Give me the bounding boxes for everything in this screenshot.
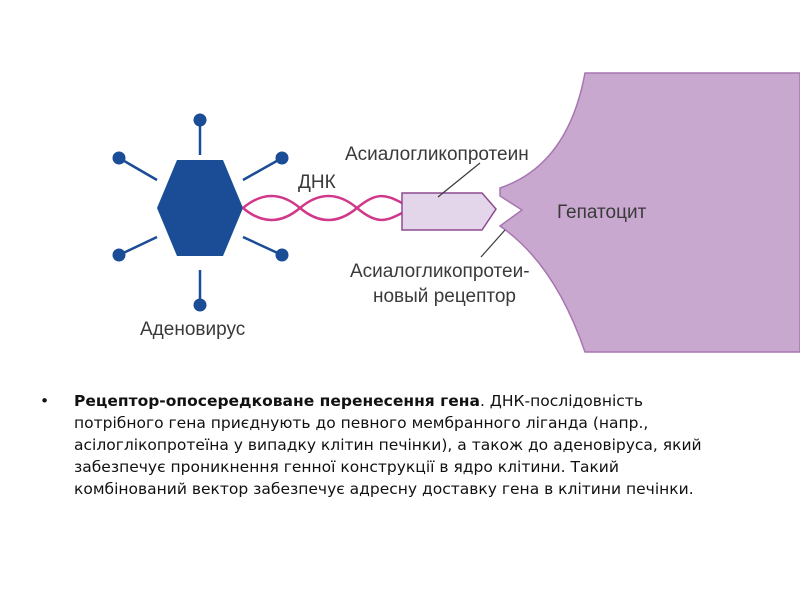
adenovirus-spike-knobs	[112, 113, 289, 312]
knob-top	[193, 113, 207, 127]
adenovirus-spikes	[118, 120, 283, 305]
caption-body: Рецептор-опосередковане перенесення гена…	[74, 390, 734, 500]
hepatocyte-cell	[498, 72, 800, 353]
dna-strand-a	[242, 194, 403, 222]
caption-bold-title: Рецептор-опосередковане перенесення гена	[74, 392, 480, 410]
knob-upper-right	[275, 151, 289, 165]
leader-lines	[437, 162, 506, 258]
label-hepatocyte: Гепатоцит	[557, 202, 647, 223]
spike-upper-right	[242, 156, 283, 182]
adenovirus-hexagon-icon	[157, 160, 243, 256]
gene-transfer-diagram: Асиалогликопротеин ДНК Гепатоцит Асиалог…	[112, 72, 800, 353]
knob-lower-left	[112, 248, 126, 262]
spike-lower-right	[242, 235, 283, 257]
leader-asialoglycoprotein	[437, 162, 481, 198]
label-adenovirus: Аденовирус	[140, 319, 245, 340]
label-receptor-line1: Асиалогликопротеи-	[350, 261, 530, 282]
dna-double-helix-icon	[242, 194, 403, 222]
knob-lower-right	[275, 248, 289, 262]
ligand-arrow-icon	[401, 192, 497, 231]
label-receptor-line2: новый рецептор	[373, 286, 516, 307]
spike-upper-left	[118, 156, 158, 182]
knob-upper-left	[112, 151, 126, 165]
dna-strand-b	[242, 194, 403, 222]
label-dna: ДНК	[298, 172, 336, 193]
knob-bottom	[193, 298, 207, 312]
label-asialoglycoprotein: Асиалогликопротеин	[345, 144, 529, 165]
spike-lower-left	[118, 235, 158, 257]
leader-receptor	[480, 229, 506, 258]
caption-text: . ДНК-послідовність потрібного гена приє…	[74, 392, 702, 498]
bullet-marker: •	[40, 392, 50, 410]
